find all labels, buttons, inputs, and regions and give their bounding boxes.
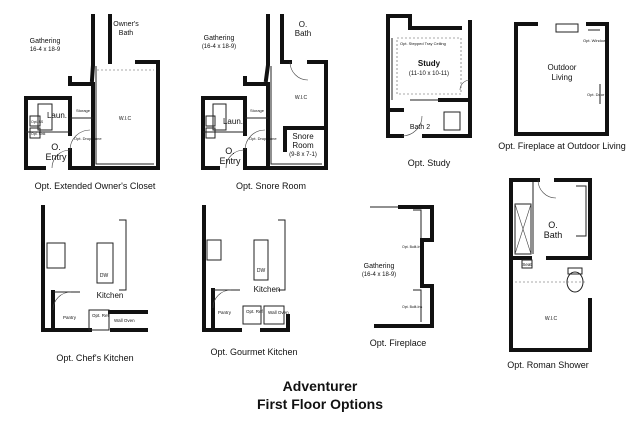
panel-chefs-kitchen	[41, 205, 148, 332]
gourmet-dw-label: DW	[257, 268, 266, 274]
snore-drop-zone-label: Opt. Drop Zone	[249, 136, 277, 141]
panel-fireplace	[370, 205, 434, 328]
chef-pantry-label: Pantry	[63, 315, 77, 320]
snore-room-label-1: Snore	[292, 132, 314, 141]
roman-wic-label: W.I.C	[545, 316, 558, 322]
closet-wic-label: W.I.C	[119, 116, 132, 122]
panel-extended-owners-closet	[24, 14, 160, 170]
gourmet-opt-ref-label: Opt. Ref	[246, 309, 264, 314]
caption-study: Opt. Study	[408, 158, 451, 168]
snore-laundry-label: Laun.	[223, 117, 243, 126]
snore-gathering-label: Gathering	[204, 35, 235, 42]
closet-drop-zone-label: Opt. Drop Zone	[74, 136, 102, 141]
snore-bath-label-2: Bath	[295, 29, 311, 38]
caption-gourmet-kitchen: Opt. Gourmet Kitchen	[210, 347, 297, 357]
panel-snore-room	[201, 14, 328, 170]
chef-wall-oven-label: Wall Oven	[114, 318, 135, 323]
outdoor-living-label-2: Living	[552, 73, 573, 82]
panel-roman-shower	[509, 178, 592, 352]
closet-opt-sink-label: Opt. Sink	[31, 132, 46, 136]
snore-entry-label-1: O.	[225, 146, 235, 156]
snore-storage-label: Storage	[250, 108, 265, 113]
roman-seat-label: Seat	[522, 262, 532, 267]
gourmet-kitchen-label: Kitchen	[254, 285, 281, 294]
snore-room-dims: (9-8 x 7-1)	[289, 152, 317, 158]
fireplace-built-ins-bottom: Opt. Built-Ins	[402, 305, 422, 309]
outdoor-opt-window-label: Opt. Window	[583, 38, 606, 43]
fireplace-gathering-dims: (16-4 x 18-9)	[362, 272, 396, 278]
panel-gourmet-kitchen	[202, 205, 290, 332]
caption-fireplace-outdoor-living: Opt. Fireplace at Outdoor Living	[498, 141, 626, 151]
caption-fireplace: Opt. Fireplace	[370, 338, 427, 348]
caption-snore-room: Opt. Snore Room	[236, 181, 306, 191]
snore-gathering-dims: (16-4 x 18-9)	[202, 44, 236, 50]
closet-gathering-label: Gathering	[30, 38, 61, 45]
roman-bath-label-2: Bath	[544, 230, 563, 240]
panel-study	[386, 14, 472, 138]
outdoor-opt-door-label: Opt. Door	[587, 92, 605, 97]
snore-entry-label-2: Entry	[219, 156, 241, 166]
gourmet-wall-oven-label: Wall Oven	[268, 310, 289, 315]
panel-outdoor-living	[514, 22, 609, 136]
study-ceiling-label: Opt. Stepped Tray Ceiling	[400, 41, 446, 46]
outdoor-living-label-1: Outdoor	[548, 63, 577, 72]
closet-entry-label-1: O.	[51, 142, 61, 152]
closet-storage-label: Storage	[76, 108, 91, 113]
page-title-line-2: First Floor Options	[257, 396, 383, 412]
closet-laundry-label: Laun.	[47, 111, 67, 120]
study-label: Study	[418, 59, 441, 68]
fireplace-built-ins-top: Opt. Built-Ins	[402, 245, 422, 249]
closet-opt-ss-label: Opt. SS	[31, 120, 44, 124]
closet-entry-label-2: Entry	[45, 152, 67, 162]
caption-extended-owners-closet: Opt. Extended Owner's Closet	[35, 181, 156, 191]
chef-kitchen-label: Kitchen	[97, 291, 124, 300]
closet-owners-bath-label-2: Bath	[119, 30, 134, 37]
chef-dw-label: DW	[100, 273, 109, 279]
chef-opt-ref-label: Opt. Ref	[92, 313, 110, 318]
caption-chefs-kitchen: Opt. Chef's Kitchen	[56, 353, 133, 363]
closet-owners-bath-label-1: Owner's	[113, 21, 139, 28]
study-bath2-label: Bath 2	[410, 124, 430, 131]
page-title-line-1: Adventurer	[282, 378, 358, 394]
gourmet-pantry-label: Pantry	[218, 310, 232, 315]
roman-bath-label-1: O.	[548, 220, 558, 230]
caption-roman-shower: Opt. Roman Shower	[507, 360, 589, 370]
snore-bath-label-1: O.	[299, 20, 307, 29]
closet-gathering-dims: 16-4 x 18-9	[30, 47, 61, 53]
fireplace-gathering-label: Gathering	[364, 263, 395, 270]
snore-room-label-2: Room	[292, 141, 314, 150]
snore-wic-label: W.I.C	[295, 95, 308, 101]
study-dims: (11-10 x 10-11)	[409, 71, 449, 77]
